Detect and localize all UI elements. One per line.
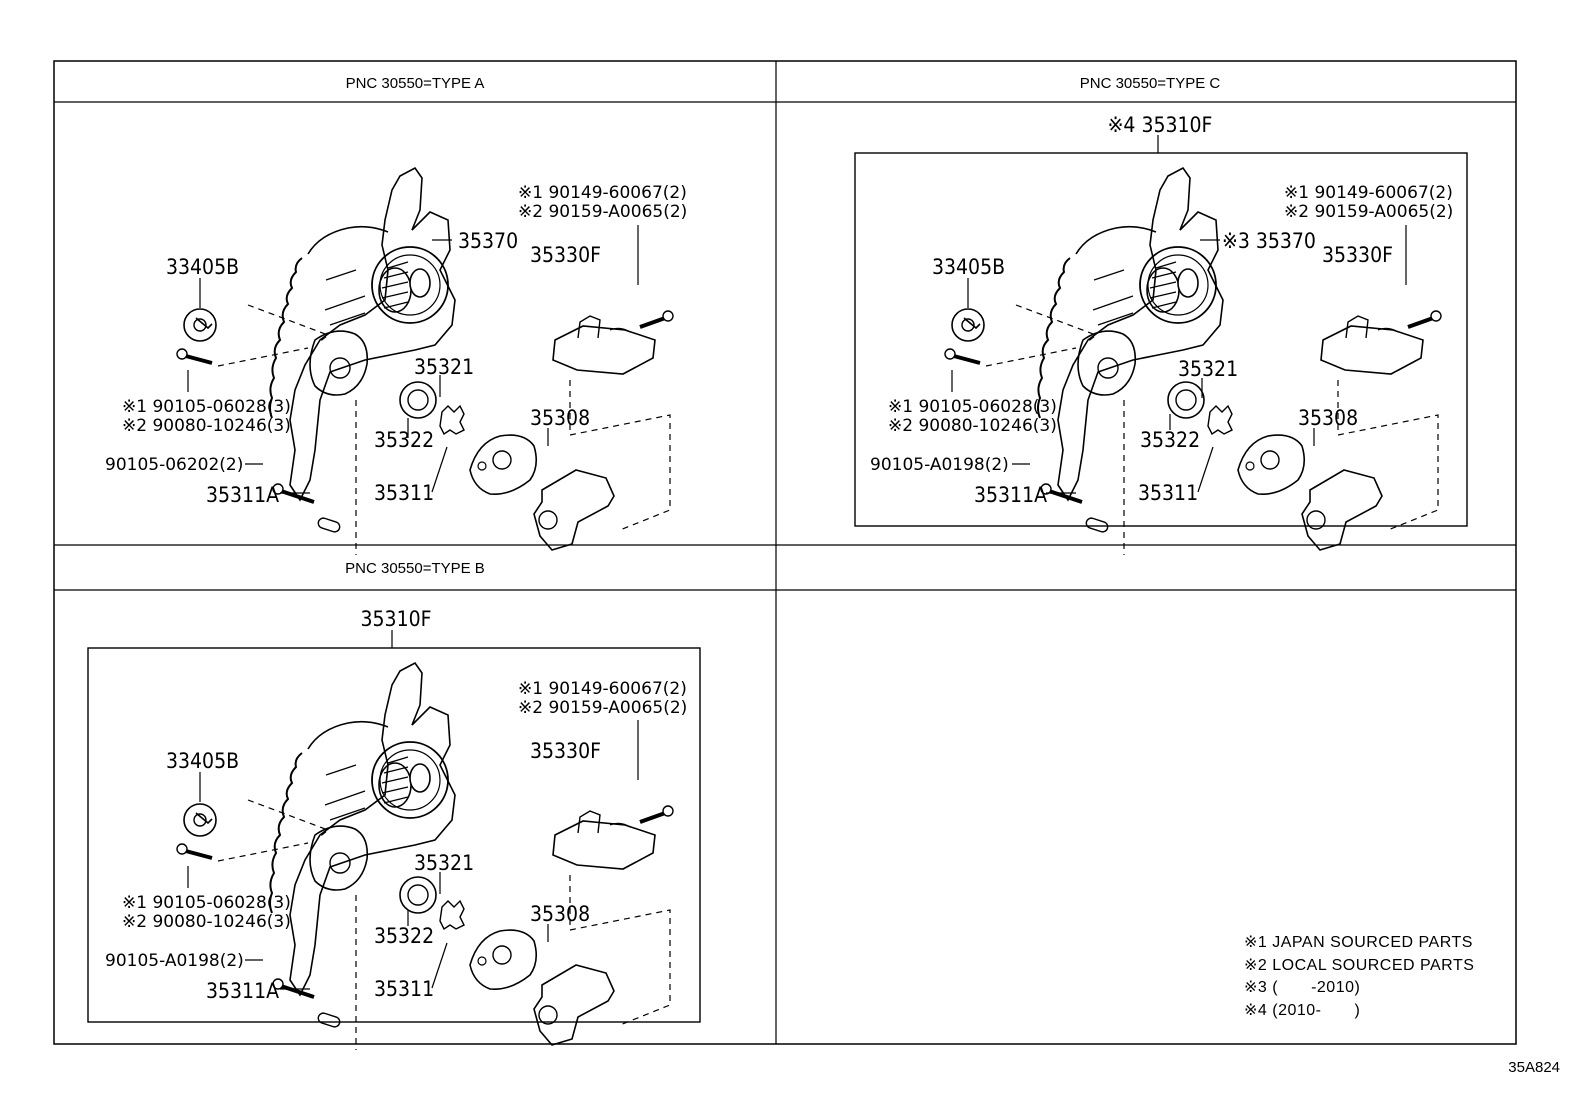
panel-type-b: 35310F 33405B ※1 90149-60067(2) ※2 90159… <box>87 607 701 1052</box>
label-bolt-top-1: ※1 90149-60067(2) <box>1284 183 1453 203</box>
label-35311: 35311 <box>374 481 434 505</box>
label-assembly-35310f: 35310F <box>361 607 432 631</box>
header-type-c: PNC 30550=TYPE C <box>1080 75 1221 92</box>
label-33405b: 33405B <box>166 255 239 279</box>
label-33405b: 33405B <box>932 255 1005 279</box>
legend-note-2: ※2 LOCAL SOURCED PARTS <box>1244 957 1474 974</box>
label-35311a: 35311A <box>974 483 1047 507</box>
label-35322: 35322 <box>374 428 434 452</box>
label-bolt-top-1: ※1 90149-60067(2) <box>518 679 687 699</box>
label-35321: 35321 <box>1178 357 1238 381</box>
label-35311: 35311 <box>374 977 434 1001</box>
legend-note-1: ※1 JAPAN SOURCED PARTS <box>1244 934 1473 951</box>
label-bolt-bottom: 90105-A0198(2) <box>870 455 1009 475</box>
legend-note-3: ※3 ( -2010) <box>1244 979 1360 996</box>
label-bolt-bottom: 90105-A0198(2) <box>105 951 244 971</box>
label-35330f: 35330F <box>530 243 601 267</box>
label-35308: 35308 <box>1298 406 1358 430</box>
label-35308: 35308 <box>530 902 590 926</box>
label-35370: 35370 <box>458 229 518 253</box>
label-35308: 35308 <box>530 406 590 430</box>
label-bolt-left-2: ※2 90080-10246(3) <box>122 912 291 932</box>
label-bolt-bottom: 90105-06202(2) <box>105 455 243 475</box>
header-type-a: PNC 30550=TYPE A <box>346 75 485 92</box>
label-33405b: 33405B <box>166 749 239 773</box>
label-35370: ※3 35370 <box>1222 229 1316 253</box>
label-35311a: 35311A <box>206 483 279 507</box>
label-bolt-left-1: ※1 90105-06028(3) <box>122 893 291 913</box>
label-35330f: 35330F <box>1322 243 1393 267</box>
label-35311: 35311 <box>1138 481 1198 505</box>
label-35330f: 35330F <box>530 739 601 763</box>
label-bolt-top-2: ※2 90159-A0065(2) <box>518 202 687 222</box>
legend: ※1 JAPAN SOURCED PARTS ※2 LOCAL SOURCED … <box>1244 934 1474 1019</box>
label-35321: 35321 <box>414 355 474 379</box>
label-bolt-left-1: ※1 90105-06028(3) <box>122 397 291 417</box>
label-bolt-top-2: ※2 90159-A0065(2) <box>1284 202 1453 222</box>
label-bolt-left-2: ※2 90080-10246(3) <box>888 416 1057 436</box>
label-bolt-left-2: ※2 90080-10246(3) <box>122 416 291 436</box>
label-bolt-left-1: ※1 90105-06028(3) <box>888 397 1057 417</box>
legend-note-4: ※4 (2010- ) <box>1244 1002 1360 1019</box>
label-35321: 35321 <box>414 851 474 875</box>
diagram-code: 35A824 <box>1508 1059 1560 1076</box>
label-35311a: 35311A <box>206 979 279 1003</box>
panel-type-a: 35370 33405B ※1 90149-60067(2) ※2 90159-… <box>105 166 687 557</box>
panel-type-c: ※4 35310F ※3 35370 33405B ※1 90149-60067… <box>854 113 1468 557</box>
label-bolt-top-1: ※1 90149-60067(2) <box>518 183 687 203</box>
header-type-b: PNC 30550=TYPE B <box>345 560 485 577</box>
label-35322: 35322 <box>1140 428 1200 452</box>
label-assembly-35310f: ※4 35310F <box>1108 113 1213 137</box>
label-35322: 35322 <box>374 924 434 948</box>
label-bolt-top-2: ※2 90159-A0065(2) <box>518 698 687 718</box>
